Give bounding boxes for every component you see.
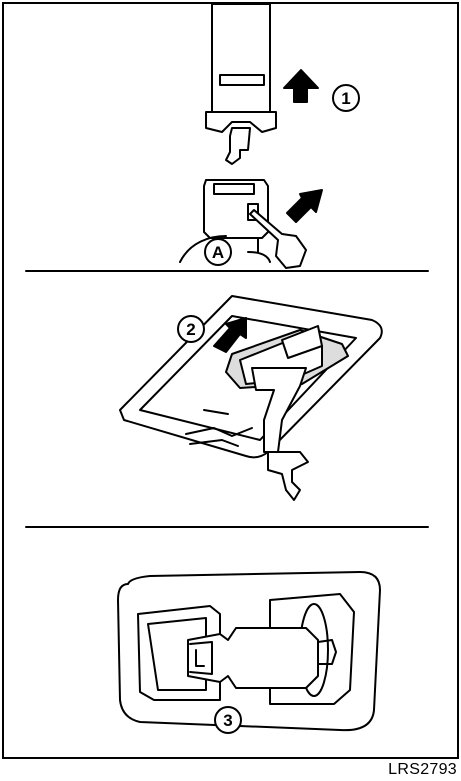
up-arrow-icon [284,70,318,102]
part-a-label: A [212,243,224,262]
seat-belt-buckle-icon [188,628,318,688]
figure-code: LRS2793 [388,761,457,779]
tongue-latch [226,128,250,164]
step-2-label: 2 [186,320,195,339]
step-1-label: 1 [341,89,350,108]
hanging-tongue [268,452,308,500]
belt-label [220,75,264,85]
panel-2: 2 [120,296,382,500]
panel-1: 1 A [180,4,359,268]
belt-webbing [212,4,270,112]
panel-3: 3 [118,572,380,733]
diagonal-arrow-icon [287,190,322,222]
step-3-label: 3 [223,711,232,730]
buckle-slot [214,184,254,194]
